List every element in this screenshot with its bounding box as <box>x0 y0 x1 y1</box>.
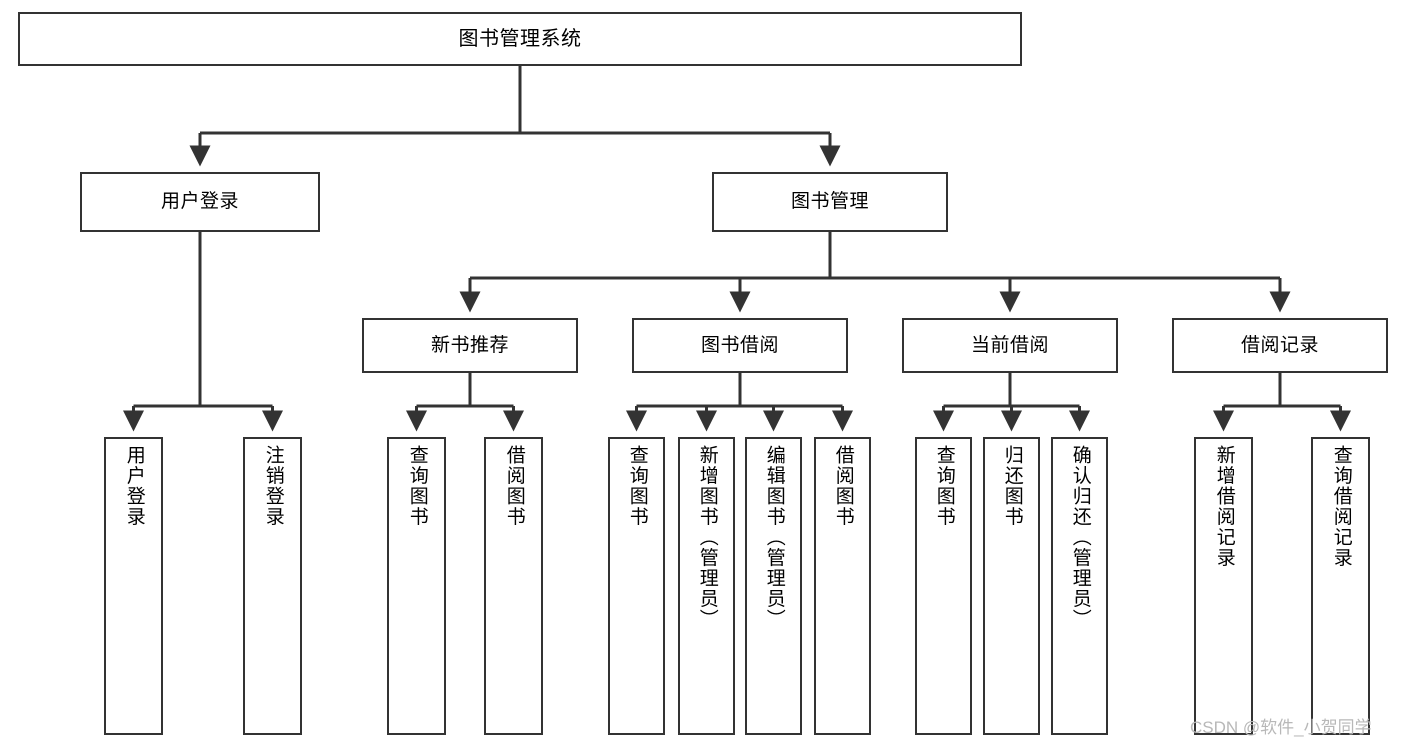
node-user-login[interactable]: 用户登录 <box>80 172 320 232</box>
node-leaf-borrow-book-rec[interactable]: 借阅图书 <box>484 437 543 735</box>
node-leaf-user-login-label: 用户登录 <box>123 445 145 527</box>
node-current-borrow[interactable]: 当前借阅 <box>902 318 1118 373</box>
watermark-text: CSDN @软件_小贺同学 <box>1190 718 1372 737</box>
node-leaf-query-book-rec-label: 查询图书 <box>406 445 428 527</box>
node-leaf-query-book-rec[interactable]: 查询图书 <box>387 437 446 735</box>
node-leaf-query-book-bor-label: 查询图书 <box>626 445 648 527</box>
node-new-book-rec[interactable]: 新书推荐 <box>362 318 578 373</box>
node-leaf-return-book-label: 归还图书 <box>1001 445 1023 527</box>
node-leaf-query-record-label: 查询借阅记录 <box>1330 445 1352 568</box>
node-root-label: 图书管理系统 <box>458 27 582 50</box>
node-leaf-add-book-label: 新增图书（管理员） <box>696 445 718 630</box>
node-book-manage[interactable]: 图书管理 <box>712 172 948 232</box>
node-borrow-record[interactable]: 借阅记录 <box>1172 318 1388 373</box>
node-leaf-add-record-label: 新增借阅记录 <box>1213 445 1235 568</box>
node-leaf-return-book[interactable]: 归还图书 <box>983 437 1040 735</box>
node-leaf-query-record[interactable]: 查询借阅记录 <box>1311 437 1370 735</box>
node-book-borrow[interactable]: 图书借阅 <box>632 318 848 373</box>
node-leaf-borrow-book-bor-label: 借阅图书 <box>832 445 854 527</box>
node-current-borrow-label: 当前借阅 <box>970 334 1049 356</box>
node-leaf-add-record[interactable]: 新增借阅记录 <box>1194 437 1253 735</box>
node-leaf-logout[interactable]: 注销登录 <box>243 437 302 735</box>
node-book-manage-label: 图书管理 <box>790 191 869 213</box>
node-root[interactable]: 图书管理系统 <box>18 12 1022 66</box>
node-leaf-borrow-book-rec-label: 借阅图书 <box>503 445 525 527</box>
node-leaf-confirm-return[interactable]: 确认归还（管理员） <box>1051 437 1108 735</box>
node-user-login-label: 用户登录 <box>160 191 239 213</box>
node-leaf-user-login[interactable]: 用户登录 <box>104 437 163 735</box>
node-leaf-edit-book[interactable]: 编辑图书（管理员） <box>745 437 802 735</box>
node-borrow-record-label: 借阅记录 <box>1240 334 1319 356</box>
node-new-book-rec-label: 新书推荐 <box>430 334 509 356</box>
node-leaf-edit-book-label: 编辑图书（管理员） <box>763 445 785 630</box>
node-leaf-logout-label: 注销登录 <box>262 445 284 527</box>
node-leaf-add-book[interactable]: 新增图书（管理员） <box>678 437 735 735</box>
node-leaf-borrow-book-bor[interactable]: 借阅图书 <box>814 437 871 735</box>
node-leaf-query-book-cur-label: 查询图书 <box>933 445 955 527</box>
node-book-borrow-label: 图书借阅 <box>700 334 779 356</box>
node-leaf-confirm-return-label: 确认归还（管理员） <box>1069 445 1091 630</box>
node-leaf-query-book-cur[interactable]: 查询图书 <box>915 437 972 735</box>
node-leaf-query-book-bor[interactable]: 查询图书 <box>608 437 665 735</box>
